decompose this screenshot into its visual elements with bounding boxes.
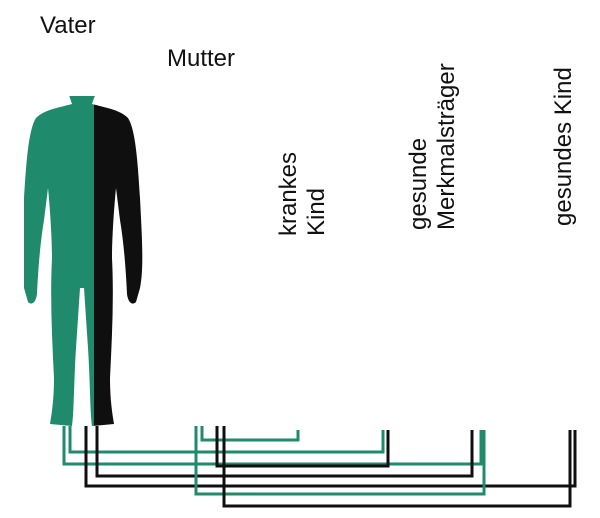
carrier-child-2-figure — [431, 240, 521, 424]
carrier-child-2-right-half — [431, 240, 521, 424]
father-figure — [22, 50, 143, 426]
sick-child-left-half — [253, 240, 343, 424]
sick-child-label-line2: Kind — [303, 152, 331, 236]
sick-child-label: krankes Kind — [275, 152, 330, 236]
sick-child-figure — [253, 240, 343, 424]
carrier-label-line1: gesunde — [405, 63, 433, 230]
connector-father-green-to-carrier-2 — [64, 426, 481, 464]
healthy-child-figure — [525, 240, 600, 424]
healthy-child-left-half — [525, 240, 600, 424]
mother-label: Mutter — [167, 47, 235, 71]
carrier-child-1-figure — [343, 240, 433, 424]
mother-left-half — [168, 82, 273, 428]
carrier-child-2-left-half — [431, 240, 521, 424]
carrier-label-line2: Merkmalsträger — [433, 63, 461, 230]
healthy-child-right-half — [525, 240, 600, 424]
mother-figure — [168, 82, 273, 428]
connector-mother-black-to-carrier-1 — [217, 426, 388, 466]
healthy-child-label: gesundes Kind — [550, 67, 578, 226]
sick-child-right-half — [253, 240, 343, 424]
mother-right-half — [168, 82, 273, 428]
father-label: Vater — [40, 14, 96, 38]
carrier-child-1-left-half — [343, 240, 433, 424]
sick-child-label-line1: krankes — [275, 152, 303, 236]
connector-mother-green-to-carrier-2 — [196, 426, 484, 494]
carrier-child-1-right-half — [343, 240, 433, 424]
carrier-label: gesunde Merkmalsträger — [405, 63, 460, 230]
healthy-child-label-line1: gesundes Kind — [550, 67, 578, 226]
